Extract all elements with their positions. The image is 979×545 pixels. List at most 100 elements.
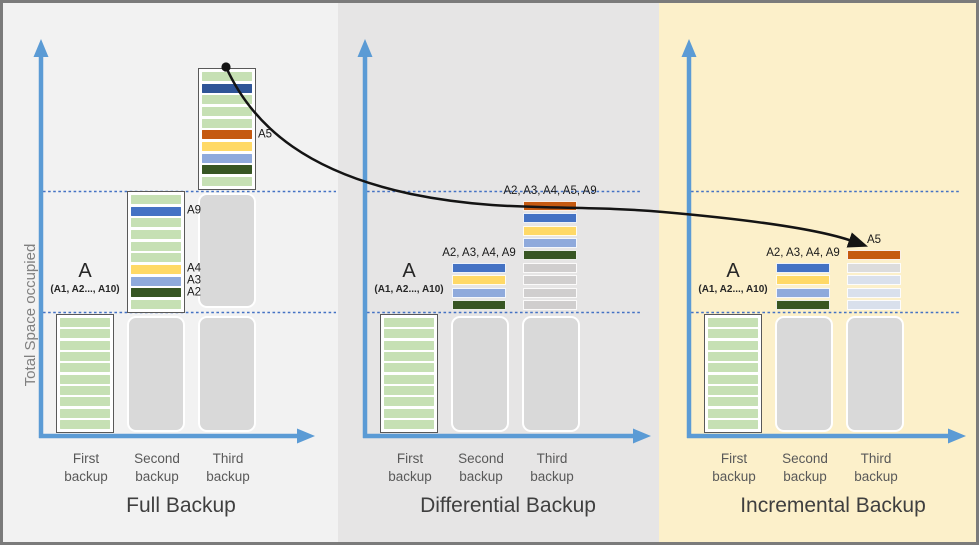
block-stripe: [847, 275, 901, 286]
block-stripe: [384, 363, 434, 373]
y-axis-label: Total Space occupied: [22, 243, 39, 387]
block-stripe: [202, 141, 252, 151]
block-stripe: [384, 340, 434, 350]
ghost-bar: [522, 316, 580, 432]
block-stripe: [776, 287, 830, 298]
ghost-bar: [198, 193, 256, 308]
block-stripe: [202, 153, 252, 163]
block-stripe: A9: [131, 205, 201, 216]
block-stripe: [384, 374, 434, 384]
block-stripe: [60, 318, 110, 327]
block-stripe: [384, 329, 434, 339]
block-stripe: [131, 229, 181, 239]
tick-line2: backup: [530, 468, 574, 484]
block-stripe: [202, 83, 252, 93]
block-stripe: [847, 262, 901, 273]
tick-line2: backup: [854, 468, 898, 484]
tick-line2: backup: [135, 468, 179, 484]
block-stripe: [60, 408, 110, 418]
blocks-label: A2, A3, A4, A9: [766, 246, 840, 259]
block-stripe: [131, 241, 181, 251]
block-stripe: [708, 351, 758, 361]
block-stripe: [60, 329, 110, 339]
block-stripe: [60, 397, 110, 407]
tick-line1: Third: [536, 451, 568, 466]
block-stripe: [60, 374, 110, 384]
block-stripe: A5: [202, 129, 272, 140]
incremental-blocks: A5: [847, 234, 901, 310]
x-axis-arrow-icon: [948, 428, 966, 444]
tick-line1: First: [396, 451, 424, 466]
blocks-label: A5: [866, 234, 882, 247]
tick-line1: First: [72, 451, 100, 466]
ghost-bar: [127, 316, 185, 432]
x-axis-arrow-icon: [633, 428, 651, 444]
tick-line1: First: [720, 451, 748, 466]
block-stripe: [847, 287, 901, 298]
panel-full-backup: Total Space occupied Full Backup A(A1, A…: [6, 3, 338, 542]
y-axis-arrow-icon: [681, 39, 697, 57]
block-stripe: [523, 299, 577, 310]
full-set-label: A(A1, A2..., A10): [339, 260, 479, 296]
backup-bar: A5: [198, 68, 272, 190]
block-label: A5: [258, 128, 273, 141]
block-stripe: [60, 351, 110, 361]
block-stripe: [131, 195, 181, 204]
block-stripe: [131, 299, 181, 309]
block-stripe: [523, 287, 577, 298]
block-stripe: [523, 213, 577, 224]
block-stripe: [708, 318, 758, 327]
block-stripe: [776, 299, 830, 310]
panel-title-differential-backup: Differential Backup: [420, 494, 596, 517]
block-stripe: [384, 385, 434, 395]
block-stripe: [523, 275, 577, 286]
block-stripe: [131, 218, 181, 228]
block-stripe: [60, 385, 110, 395]
x-tick-second-backup: Second backup: [112, 450, 202, 485]
x-tick-second-backup: Second backup: [760, 450, 850, 485]
tick-line1: Second: [782, 451, 828, 466]
block-stripe: [776, 262, 830, 273]
block-stripe: [708, 408, 758, 418]
block-stripe: A3: [131, 275, 201, 286]
panel-differential-backup: Differential Backup A(A1, A2..., A10) Fir…: [338, 3, 659, 542]
block-stripe: [384, 318, 434, 327]
block-label: A3: [187, 274, 202, 287]
block-stripe: [452, 275, 506, 286]
block-stripe: A2: [131, 286, 201, 298]
x-tick-third-backup: Third backup: [507, 450, 597, 485]
x-tick-first-backup: First backup: [365, 450, 455, 485]
tick-line1: Second: [134, 451, 180, 466]
tick-line2: backup: [783, 468, 827, 484]
block-label: A4: [187, 262, 202, 275]
block-stripe: [202, 72, 252, 81]
block-stripe: [384, 397, 434, 407]
block-stripe: [131, 253, 181, 263]
block-stripe: [708, 385, 758, 395]
tick-line1: Third: [212, 451, 244, 466]
blocks-label: A2, A3, A4, A9: [442, 246, 516, 259]
y-axis-arrow-icon: [357, 39, 373, 57]
full-set-contents: (A1, A2..., A10): [374, 284, 444, 295]
full-set-label: A(A1, A2..., A10): [15, 260, 155, 296]
x-tick-first-backup: First backup: [689, 450, 779, 485]
block-stripe: [452, 287, 506, 298]
block-stripe: [384, 408, 434, 418]
backup-bar: [56, 314, 114, 433]
ghost-bar: [198, 316, 256, 432]
ghost-bar: [846, 316, 904, 432]
block-stripe: [202, 118, 252, 128]
block-stripe: [523, 250, 577, 261]
block-stripe: [384, 351, 434, 361]
tick-line2: backup: [712, 468, 756, 484]
block-stripe: [776, 275, 830, 286]
block-stripe: [452, 299, 506, 310]
tick-line2: backup: [388, 468, 432, 484]
tick-line1: Third: [860, 451, 892, 466]
x-tick-third-backup: Third backup: [831, 450, 921, 485]
block-stripe: [202, 95, 252, 105]
incremental-blocks: A2, A3, A4, A9: [442, 247, 516, 310]
tick-line2: backup: [206, 468, 250, 484]
